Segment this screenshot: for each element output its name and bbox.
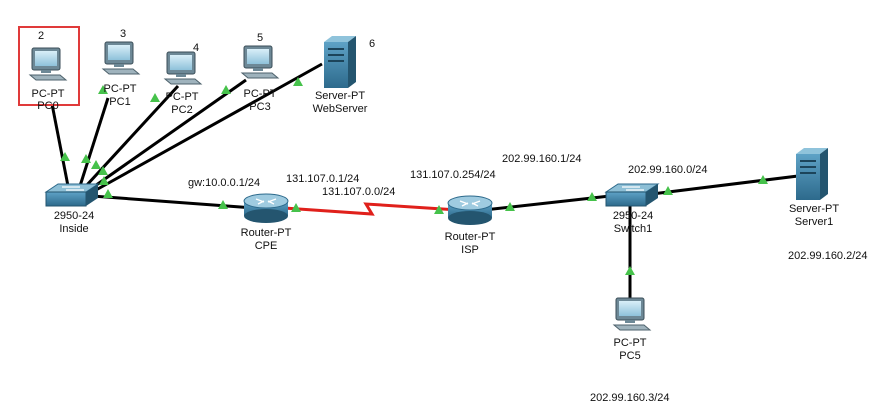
- device-type-label: Server-PT: [314, 90, 366, 102]
- port-up-indicator: [91, 160, 101, 169]
- device-type-label: PC-PT: [613, 337, 647, 349]
- port-up-indicator: [505, 202, 515, 211]
- device-number: 3: [119, 28, 127, 40]
- pc-icon[interactable]: [101, 41, 141, 75]
- device-type-label: 2950-24: [53, 210, 95, 222]
- device-name-label[interactable]: PC1: [109, 96, 131, 108]
- link-pc0-inside[interactable]: [50, 103, 70, 187]
- device-type-label: PC-PT: [31, 88, 65, 100]
- device-type-label: Router-PT: [444, 231, 496, 243]
- port-up-indicator: [221, 85, 231, 94]
- gateway-note: gw:10.0.0.1/24: [188, 177, 261, 189]
- port-up-indicator: [291, 203, 301, 212]
- device-type-label: 2950-24: [612, 210, 654, 222]
- selection-highlight: [18, 26, 80, 106]
- network-note: 202.99.160.0/24: [628, 164, 708, 176]
- device-name-label[interactable]: Inside: [59, 223, 89, 235]
- device-name-label[interactable]: Server1: [794, 216, 834, 228]
- pc-icon[interactable]: [240, 45, 280, 79]
- device-number: 4: [192, 42, 200, 54]
- device-name-label[interactable]: WebServer: [312, 103, 368, 115]
- port-up-indicator: [434, 205, 444, 214]
- ip-note: 202.99.160.1/24: [502, 153, 582, 165]
- port-up-indicator: [60, 152, 70, 161]
- port-up-indicator: [98, 166, 108, 175]
- ip-note: 202.99.160.3/24: [590, 392, 670, 404]
- device-type-label: PC-PT: [103, 83, 137, 95]
- link-cpe-isp-serial[interactable]: [283, 202, 459, 216]
- device-number: 5: [256, 32, 264, 44]
- device-number: 2: [37, 30, 45, 42]
- pc-icon[interactable]: [28, 47, 68, 81]
- port-up-indicator: [103, 189, 113, 198]
- device-type-label: Router-PT: [240, 227, 292, 239]
- port-up-indicator: [99, 176, 109, 185]
- port-up-indicator: [98, 85, 108, 94]
- server-icon[interactable]: [796, 148, 828, 200]
- link-webserver-inside[interactable]: [95, 62, 323, 192]
- link-switch1-server1[interactable]: [651, 174, 799, 196]
- router-icon[interactable]: [447, 195, 493, 225]
- switch-icon[interactable]: [604, 183, 660, 207]
- ip-note: 131.107.0.254/24: [410, 169, 496, 181]
- device-type-label: PC-PT: [165, 91, 199, 103]
- pc-icon[interactable]: [163, 51, 203, 85]
- device-name-label[interactable]: PC2: [171, 104, 193, 116]
- port-up-indicator: [587, 192, 597, 201]
- port-up-indicator: [150, 93, 160, 102]
- device-number: 6: [368, 38, 376, 50]
- ip-note: 131.107.0.1/24: [286, 173, 360, 185]
- device-name-label[interactable]: PC3: [249, 101, 271, 113]
- switch-icon[interactable]: [44, 183, 100, 207]
- device-name-label[interactable]: Switch1: [613, 223, 653, 235]
- device-name-label[interactable]: CPE: [254, 240, 278, 252]
- link-inside-cpe[interactable]: [91, 194, 255, 210]
- port-up-indicator: [663, 186, 673, 195]
- device-type-label: PC-PT: [243, 88, 277, 100]
- pc-icon[interactable]: [612, 297, 652, 331]
- link-pc3-inside[interactable]: [91, 78, 247, 190]
- device-type-label: Server-PT: [788, 203, 840, 215]
- router-icon[interactable]: [243, 193, 289, 223]
- links: [50, 62, 799, 302]
- link-pc1-inside[interactable]: [78, 97, 110, 187]
- network-note: 131.107.0.0/24: [322, 186, 396, 198]
- device-name-label[interactable]: PC0: [37, 100, 59, 112]
- port-up-indicator: [293, 77, 303, 86]
- device-name-label[interactable]: PC5: [619, 350, 641, 362]
- port-indicators: [60, 77, 768, 275]
- server-icon[interactable]: [324, 36, 356, 88]
- port-up-indicator: [625, 266, 635, 275]
- port-up-indicator: [758, 175, 768, 184]
- ip-note: 202.99.160.2/24: [788, 250, 868, 262]
- port-up-indicator: [218, 200, 228, 209]
- device-name-label[interactable]: ISP: [461, 244, 479, 256]
- port-up-indicator: [81, 154, 91, 163]
